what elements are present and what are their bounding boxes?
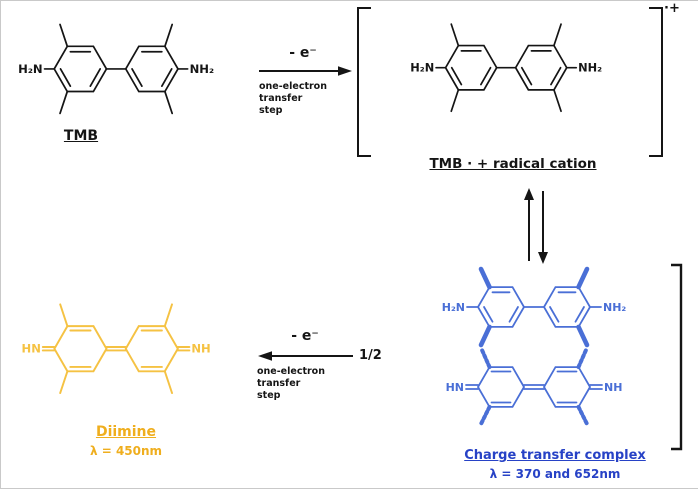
radical-cation-structure: H₂N NH₂ [410,23,602,113]
step2-caption-line2: step [257,389,281,401]
diimine-left-ring [53,325,108,373]
radical-cation-amine-left-label: H₂N [410,60,434,74]
step2-electron-label: - e⁻ [291,328,319,344]
step1-caption-line1: one-electron transfer [259,81,327,104]
right-bracket [649,7,663,157]
ctc-top-amine-left-label: H₂N [442,301,465,314]
step1-electron-label: - e⁻ [289,45,317,61]
radical-cation-left-ring [444,44,498,91]
diimine-imine-left-label: HN [22,342,41,356]
left-bracket [357,7,371,157]
ctc-imine-right-label: NH [604,381,622,394]
equilibrium-arrows-icon [524,188,548,264]
tmb-bonds [43,23,189,115]
step1-caption: one-electron transfer step [259,81,359,117]
ctc-right-bracket [671,263,683,451]
radical-cation-right-ring [514,44,568,91]
step2-arrow-left-icon [258,351,353,361]
tmb-label: TMB [63,128,99,144]
tmb-structure: H₂N NH₂ [18,23,214,115]
diimine-imine-right-label: NH [191,342,210,356]
tmb-amine-left-label: H₂N [18,62,42,76]
diimine-right-ring [124,325,179,373]
charge-transfer-complex-structure: H₂N NH₂ HN NH [442,263,683,451]
radical-cation-bonds [435,23,578,113]
radical-cation-charge: ·+ [664,1,680,16]
diimine-structure: HN NH [22,303,211,395]
charge-transfer-complex-label: Charge transfer complex [464,448,646,463]
step2-caption: one-electron transfer step [257,366,357,402]
charge-transfer-complex-wavelength: λ = 370 and 652nm [489,467,621,481]
diimine-bonds [41,303,191,395]
ctc-bottom-structure: HN NH [446,348,622,426]
step2-stoichiometry: 1/2 [359,348,382,363]
step2-caption-line1: one-electron transfer [257,366,325,389]
diimine-wavelength: λ = 450nm [89,444,163,458]
diimine-label: Diimine [95,424,157,440]
radical-cation-label: TMB · + radical cation [429,156,597,172]
tmb-left-ring [53,45,108,93]
ctc-top-structure: H₂N NH₂ [442,266,626,348]
ctc-imine-left-label: HN [446,381,464,394]
radical-cation-amine-right-label: NH₂ [578,60,602,74]
step1-caption-line2: step [259,104,283,116]
step1-arrow-right-icon [259,66,352,76]
tmb-amine-right-label: NH₂ [190,62,214,76]
ctc-top-amine-right-label: NH₂ [603,301,626,314]
tmb-right-ring [124,45,179,93]
